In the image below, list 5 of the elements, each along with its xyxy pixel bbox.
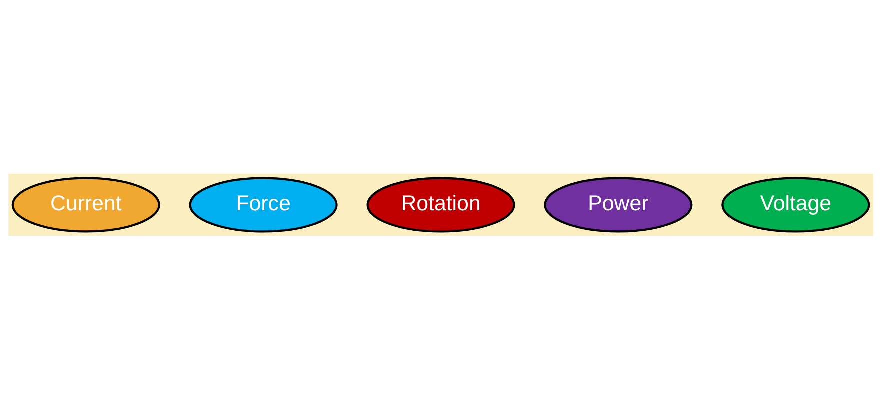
node-ellipse: Rotation bbox=[366, 177, 516, 233]
node-ellipse: Voltage bbox=[722, 177, 870, 233]
node-ellipse: Current bbox=[12, 177, 160, 233]
node-ellipse: Power bbox=[544, 177, 693, 233]
node-ellipse: Force bbox=[189, 177, 338, 233]
